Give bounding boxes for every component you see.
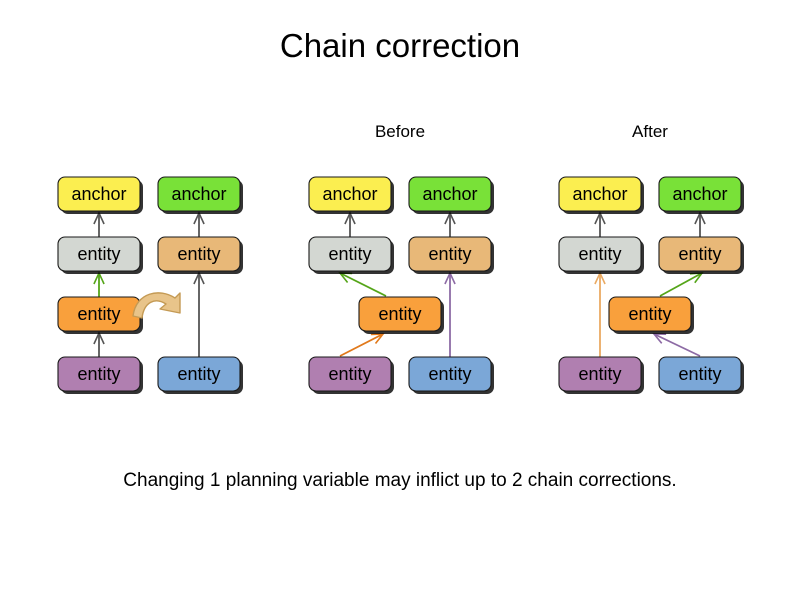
arrow-tan-entity-to-anchor: [694, 211, 706, 237]
slide-caption: Changing 1 planning variable may inflict…: [123, 470, 677, 491]
arrow-purple-entity-to-orange-entity-shaft: [339, 333, 384, 357]
arrow-orange-entity-to-tan-entity: [659, 272, 704, 297]
arrow-purple-entity-to-orange-entity: [339, 333, 385, 357]
arrow-blue-entity-to-orange-entity-shaft: [653, 333, 701, 357]
move-indicator-curved-arrow: [132, 292, 181, 319]
p1-anchor-right-label: anchor: [171, 184, 226, 204]
p3-entity-tan-rect[interactable]: [658, 236, 742, 272]
p1-entity-purple-label: entity: [77, 364, 120, 384]
p2-entity-purple-label: entity: [328, 364, 371, 384]
p3-entity-purple-label: entity: [578, 364, 621, 384]
before-chains: anchor anchor entity entity entity entity enti…: [308, 176, 494, 394]
p3-entity-orange-label: entity: [628, 304, 671, 324]
p3-entity-blue[interactable]: entity: [658, 356, 744, 394]
p2-entity-blue-rect[interactable]: [408, 356, 492, 392]
p2-anchor-right-rect[interactable]: [408, 176, 492, 212]
panel-label-after: After: [632, 122, 668, 141]
p1-entity-gray-rect[interactable]: [57, 236, 141, 272]
arrow-purple-entity-to-orange-entity: [93, 331, 105, 357]
p2-entity-orange-rect[interactable]: [358, 296, 442, 332]
p3-anchor-right[interactable]: anchor: [658, 176, 744, 214]
p1-entity-blue-rect[interactable]: [157, 356, 241, 392]
p2-anchor-left-rect[interactable]: [308, 176, 392, 212]
p1-entity-blue[interactable]: entity: [157, 356, 243, 394]
p2-entity-purple[interactable]: entity: [308, 356, 394, 394]
p1-entity-tan-label: entity: [177, 244, 220, 264]
p2-anchor-left[interactable]: anchor: [308, 176, 394, 214]
p3-entity-gray[interactable]: entity: [558, 236, 644, 274]
p3-anchor-right-label: anchor: [672, 184, 727, 204]
move-indicator-curved-arrow-shape: [132, 292, 181, 319]
p3-anchor-left[interactable]: anchor: [558, 176, 644, 214]
p2-entity-orange[interactable]: entity: [358, 296, 444, 334]
p1-entity-orange[interactable]: entity: [57, 296, 143, 334]
arrow-blue-entity-to-orange-entity: [652, 333, 701, 357]
p3-anchor-right-rect[interactable]: [658, 176, 742, 212]
arrow-purple-entity-to-gray-entity: [594, 271, 606, 357]
p1-anchor-left-rect[interactable]: [57, 176, 141, 212]
p3-anchor-left-rect[interactable]: [558, 176, 642, 212]
p3-entity-tan-label: entity: [678, 244, 721, 264]
arrow-gray-entity-to-anchor: [93, 211, 105, 237]
p2-anchor-right-label: anchor: [422, 184, 477, 204]
arrow-tan-entity-to-anchor: [193, 211, 205, 237]
p2-entity-tan-label: entity: [428, 244, 471, 264]
p2-anchor-right[interactable]: anchor: [408, 176, 494, 214]
p2-entity-gray-rect[interactable]: [308, 236, 392, 272]
initial-chains: anchor anchor entity entity entity entity enti…: [57, 176, 243, 394]
p1-entity-purple-rect[interactable]: [57, 356, 141, 392]
p1-entity-gray[interactable]: entity: [57, 236, 143, 274]
p3-entity-purple-rect[interactable]: [558, 356, 642, 392]
p3-entity-orange-rect[interactable]: [608, 296, 692, 332]
p1-anchor-left[interactable]: anchor: [57, 176, 143, 214]
p3-entity-tan[interactable]: entity: [658, 236, 744, 274]
p3-entity-gray-label: entity: [578, 244, 621, 264]
p1-anchor-left-label: anchor: [71, 184, 126, 204]
arrow-orange-entity-to-gray-entity: [93, 271, 105, 297]
arrow-orange-entity-to-tan-entity-shaft: [659, 272, 703, 297]
p3-entity-gray-rect[interactable]: [558, 236, 642, 272]
arrow-tan-entity-to-anchor: [444, 211, 456, 237]
p2-entity-tan[interactable]: entity: [408, 236, 494, 274]
after-chains: anchor anchor entity entity entity entity enti…: [558, 176, 744, 394]
arrow-orange-entity-to-gray-entity: [338, 272, 387, 297]
p3-entity-purple[interactable]: entity: [558, 356, 644, 394]
arrow-blue-entity-to-tan-entity: [193, 271, 205, 357]
p2-anchor-left-label: anchor: [322, 184, 377, 204]
p1-entity-blue-label: entity: [177, 364, 220, 384]
p1-entity-purple[interactable]: entity: [57, 356, 143, 394]
p2-entity-blue[interactable]: entity: [408, 356, 494, 394]
p3-anchor-left-label: anchor: [572, 184, 627, 204]
panel-label-before: Before: [374, 122, 426, 141]
p2-entity-gray[interactable]: entity: [308, 236, 394, 274]
arrow-gray-entity-to-anchor: [594, 211, 606, 237]
p1-entity-orange-label: entity: [77, 304, 120, 324]
p2-entity-gray-label: entity: [328, 244, 371, 264]
p1-anchor-right-rect[interactable]: [157, 176, 241, 212]
p1-entity-tan[interactable]: entity: [157, 236, 243, 274]
arrow-gray-entity-to-anchor: [344, 211, 356, 237]
p3-entity-blue-label: entity: [678, 364, 721, 384]
p3-entity-blue-rect[interactable]: [658, 356, 742, 392]
p1-anchor-right[interactable]: anchor: [157, 176, 243, 214]
p2-entity-tan-rect[interactable]: [408, 236, 492, 272]
p1-entity-tan-rect[interactable]: [157, 236, 241, 272]
p1-entity-gray-label: entity: [77, 244, 120, 264]
p3-entity-orange[interactable]: entity: [608, 296, 694, 334]
arrow-blue-entity-to-tan-entity: [444, 271, 456, 357]
p2-entity-purple-rect[interactable]: [308, 356, 392, 392]
p2-entity-blue-label: entity: [428, 364, 471, 384]
arrow-orange-entity-to-gray-entity-shaft: [339, 272, 387, 297]
p2-entity-orange-label: entity: [378, 304, 421, 324]
page-title: Chain correction: [279, 27, 521, 64]
